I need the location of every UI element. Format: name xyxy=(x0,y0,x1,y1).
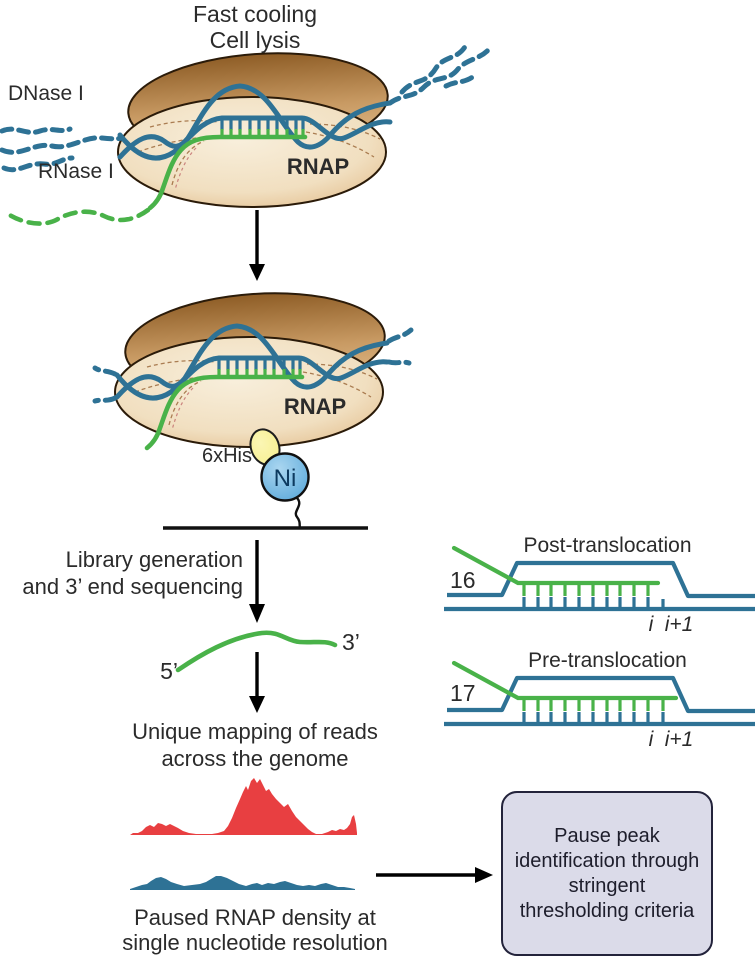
dna-stubs-2 xyxy=(92,327,414,404)
post-hybrid-length: 16 xyxy=(450,567,476,593)
pre-rna-ticks xyxy=(522,700,665,711)
rnap-complex-2 xyxy=(92,292,414,451)
dnase-fragments-right xyxy=(387,42,493,106)
pre-translocation-diagram: 17 i i+1 xyxy=(444,660,755,751)
outcome-box-text: Pause peak identification through string… xyxy=(514,824,700,922)
three-prime-label: 3’ xyxy=(342,629,360,655)
pre-pos-i: i xyxy=(649,728,655,751)
down-arrow-2 xyxy=(249,540,265,623)
his-label: 6xHis xyxy=(201,445,252,467)
pre-nontemplate-strand xyxy=(447,675,755,714)
density-line1: Paused RNAP density at xyxy=(134,905,376,930)
red-density-track xyxy=(130,778,357,835)
nascent-rna-1 xyxy=(147,134,308,211)
dnase-fragments-left xyxy=(0,126,125,173)
down-arrow-1 xyxy=(249,210,265,281)
pre-dna-ticks xyxy=(522,712,665,722)
five-prime-label: 5’ xyxy=(160,658,178,684)
mapping-line1: Unique mapping of reads xyxy=(132,719,378,744)
pre-pos-i1: i+1 xyxy=(665,728,694,751)
down-arrow-3 xyxy=(249,652,265,713)
post-translocation-diagram: 16 i i+1 xyxy=(444,545,755,636)
pre-rna xyxy=(451,660,679,701)
linker-squiggle xyxy=(294,496,302,529)
pre-translocation-title: Pre-translocation xyxy=(528,649,687,672)
nascent-rna-2 xyxy=(144,374,305,451)
title-line2: Cell lysis xyxy=(209,27,301,53)
right-arrow xyxy=(376,867,493,883)
figure-title: Fast cooling Cell lysis xyxy=(120,1,390,53)
dnase-label: DNase I xyxy=(8,82,84,105)
rnase-digested-rna xyxy=(5,207,151,226)
rnap1-front-lobe xyxy=(117,96,387,208)
post-rna xyxy=(451,545,661,586)
post-rna-ticks xyxy=(522,585,650,596)
post-pos-i1: i+1 xyxy=(665,613,694,636)
density-caption: Paused RNAP density at single nucleotide… xyxy=(100,905,410,955)
rna-read-curve xyxy=(175,630,338,673)
title-line1: Fast cooling xyxy=(192,1,317,27)
rnap-complex-1 xyxy=(0,42,493,226)
dna-nontemplate-strand-1 xyxy=(117,83,393,160)
library-line2: and 3’ end sequencing xyxy=(22,574,243,599)
rnap1-label: RNAP xyxy=(286,154,350,179)
library-line1: Library generation xyxy=(65,547,243,572)
mapping-line2: across the genome xyxy=(161,746,349,771)
dna-template-strand-2 xyxy=(114,355,390,401)
dna-nontemplate-strand-2 xyxy=(114,323,390,400)
dna-template-strand-1 xyxy=(117,115,393,161)
outcome-box: Pause peak identification through string… xyxy=(501,791,713,956)
rna-dna-hybrid-2 xyxy=(217,360,302,377)
density-line2: single nucleotide resolution xyxy=(122,930,388,955)
blue-density-track xyxy=(130,876,355,890)
pre-hybrid-length: 17 xyxy=(450,680,476,706)
rnase-label: RNase I xyxy=(38,160,114,183)
rnap2-label: RNAP xyxy=(283,394,347,419)
ni-label: Ni xyxy=(274,465,297,492)
post-nontemplate-strand xyxy=(447,560,755,599)
post-pos-i: i xyxy=(649,613,655,636)
post-dna-ticks xyxy=(522,597,665,607)
mapping-step-label: Unique mapping of reads across the genom… xyxy=(105,718,405,772)
library-step-label: Library generation and 3’ end sequencing xyxy=(0,546,243,600)
rna-dna-hybrid-1 xyxy=(220,120,305,137)
post-translocation-title: Post-translocation xyxy=(523,534,692,557)
ni-bead xyxy=(260,452,310,502)
